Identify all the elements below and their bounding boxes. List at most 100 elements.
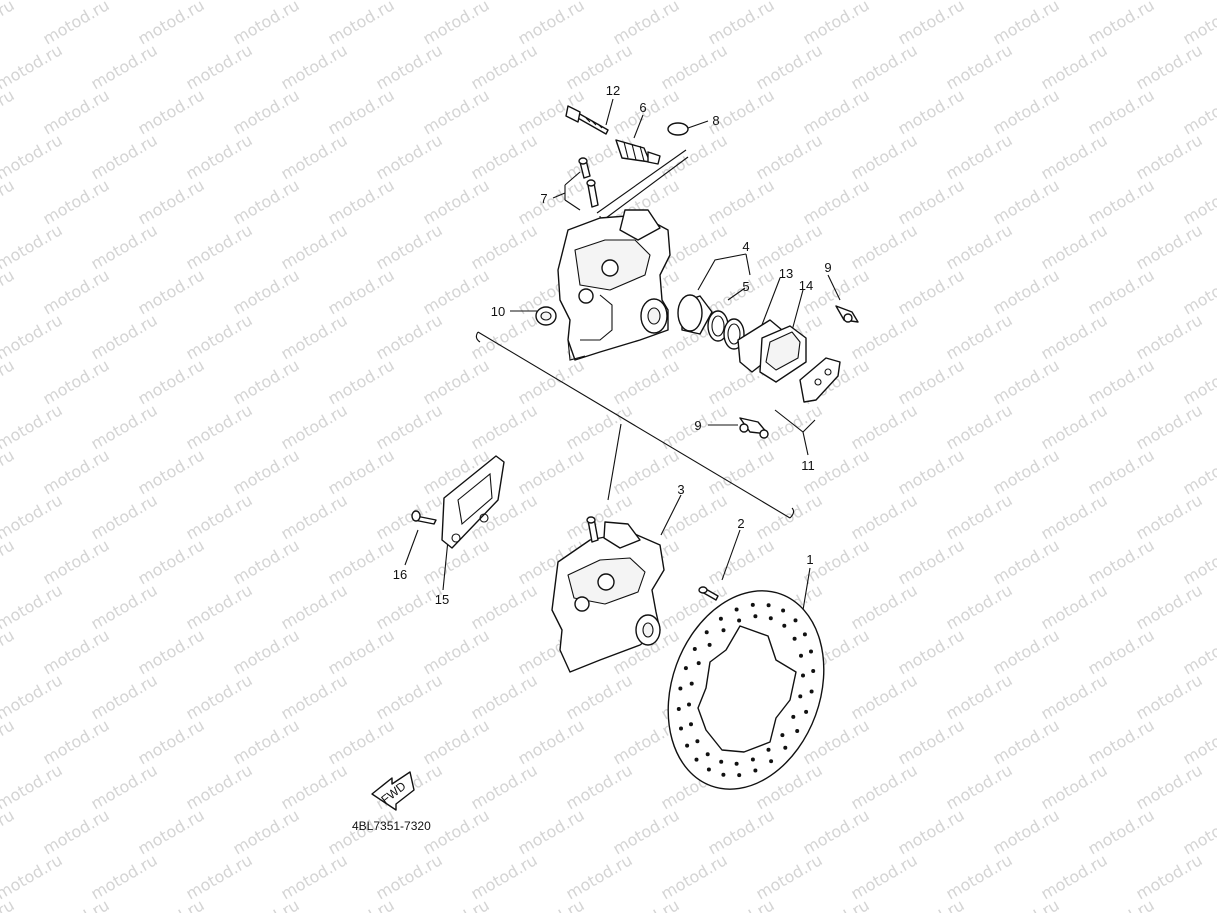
disc-hole	[679, 726, 683, 731]
piston	[677, 294, 713, 335]
watermark-text: motod.ru	[848, 40, 921, 93]
watermark-text: motod.ru	[658, 850, 731, 903]
watermark-text: motod.ru	[705, 445, 778, 498]
disc-hole	[705, 752, 710, 757]
disc-hole	[734, 607, 739, 612]
watermark-text: motod.ru	[943, 40, 1016, 93]
watermark-text: motod.ru	[895, 265, 968, 318]
watermark-text: motod.ru	[325, 265, 398, 318]
watermark-text: motod.ru	[135, 0, 208, 48]
disc-hole	[753, 614, 758, 619]
part-number-13: 13	[779, 266, 793, 281]
watermark-text: motod.ru	[183, 40, 256, 93]
watermark-text: motod.ru	[40, 895, 113, 913]
disc-hole	[721, 628, 726, 633]
disc-hole	[707, 642, 712, 647]
watermark-text: motod.ru	[0, 130, 66, 183]
watermark-text: motod.ru	[1085, 805, 1158, 858]
disc-hole	[719, 759, 724, 764]
watermark-text: motod.ru	[0, 715, 18, 768]
disc-hole	[801, 673, 805, 678]
disc-hole	[683, 666, 688, 671]
watermark-text: motod.ru	[373, 310, 446, 363]
watermark-text: motod.ru	[325, 895, 398, 913]
watermark-text: motod.ru	[1180, 0, 1217, 48]
watermark-text: motod.ru	[135, 85, 208, 138]
watermark-text: motod.ru	[88, 490, 161, 543]
watermark-text: motod.ru	[1038, 400, 1111, 453]
watermark-text: motod.ru	[753, 400, 826, 453]
watermark-text: motod.ru	[88, 850, 161, 903]
watermark-text: motod.ru	[1085, 265, 1158, 318]
part-number-9-upper: 9	[824, 260, 831, 275]
watermark-text: motod.ru	[943, 850, 1016, 903]
watermark-text: motod.ru	[610, 805, 683, 858]
disc-hole	[799, 653, 803, 658]
disc-hole	[692, 647, 697, 651]
watermark-text: motod.ru	[230, 535, 303, 588]
watermark-text: motod.ru	[1180, 445, 1217, 498]
disc-hole	[678, 686, 683, 691]
watermark-text: motod.ru	[183, 580, 256, 633]
watermark-text: motod.ru	[325, 175, 398, 228]
disc-hole	[766, 747, 771, 752]
watermark-text: motod.ru	[278, 130, 351, 183]
watermark-text: motod.ru	[895, 625, 968, 678]
watermark-text: motod.ru	[515, 895, 588, 913]
watermark-text: motod.ru	[0, 0, 18, 48]
part-number-3: 3	[677, 482, 684, 497]
watermark-text: motod.ru	[848, 310, 921, 363]
watermark-text: motod.ru	[88, 40, 161, 93]
watermark-text: motod.ru	[1085, 535, 1158, 588]
watermark-text: motod.ru	[40, 445, 113, 498]
guard-bolt	[411, 510, 437, 525]
watermark-text: motod.ru	[1180, 715, 1217, 768]
pin-boot	[615, 139, 661, 165]
watermark-text: motod.ru	[1133, 40, 1206, 93]
watermark-text: motod.ru	[1085, 0, 1158, 48]
watermark-text: motod.ru	[468, 580, 541, 633]
watermark-text: motod.ru	[515, 715, 588, 768]
watermark-text: motod.ru	[990, 805, 1063, 858]
watermark-text: motod.ru	[325, 0, 398, 48]
watermark-text: motod.ru	[0, 805, 18, 858]
watermark-text: motod.ru	[230, 715, 303, 768]
watermark-text: motod.ru	[88, 130, 161, 183]
watermark-text: motod.ru	[1085, 625, 1158, 678]
watermark-text: motod.ru	[373, 220, 446, 273]
watermark-text: motod.ru	[895, 895, 968, 913]
watermark-text: motod.ru	[420, 175, 493, 228]
bleed-screw	[578, 157, 599, 208]
disc-hole	[791, 714, 796, 719]
disc-hole	[689, 722, 693, 727]
disc-hole	[769, 759, 774, 764]
watermark-text: motod.ru	[943, 760, 1016, 813]
watermark-text: motod.ru	[1038, 130, 1111, 183]
watermark-text: motod.ru	[1180, 895, 1217, 913]
watermark-text: motod.ru	[230, 85, 303, 138]
watermark-text: motod.ru	[848, 400, 921, 453]
disc-hole	[809, 649, 813, 654]
watermark-text: motod.ru	[40, 85, 113, 138]
watermark-text: motod.ru	[40, 535, 113, 588]
watermark-text: motod.ru	[230, 805, 303, 858]
disc-hole	[802, 632, 807, 637]
disc-hole	[734, 761, 739, 766]
watermark-text: motod.ru	[1180, 85, 1217, 138]
watermark-text: motod.ru	[230, 625, 303, 678]
part-number-7: 7	[540, 191, 547, 206]
watermark-text: motod.ru	[848, 130, 921, 183]
disc-hole	[782, 623, 787, 628]
watermark-text: motod.ru	[468, 400, 541, 453]
watermark-text: motod.ru	[1085, 715, 1158, 768]
watermark-text: motod.ru	[1038, 580, 1111, 633]
watermark-text: motod.ru	[0, 40, 66, 93]
watermark-text: motod.ru	[895, 805, 968, 858]
watermark-text: motod.ru	[515, 445, 588, 498]
watermark-text: motod.ru	[990, 265, 1063, 318]
part-number-12: 12	[606, 83, 620, 98]
watermark-text: motod.ru	[1085, 445, 1158, 498]
watermark-text: motod.ru	[1085, 175, 1158, 228]
watermark-text: motod.ru	[88, 760, 161, 813]
